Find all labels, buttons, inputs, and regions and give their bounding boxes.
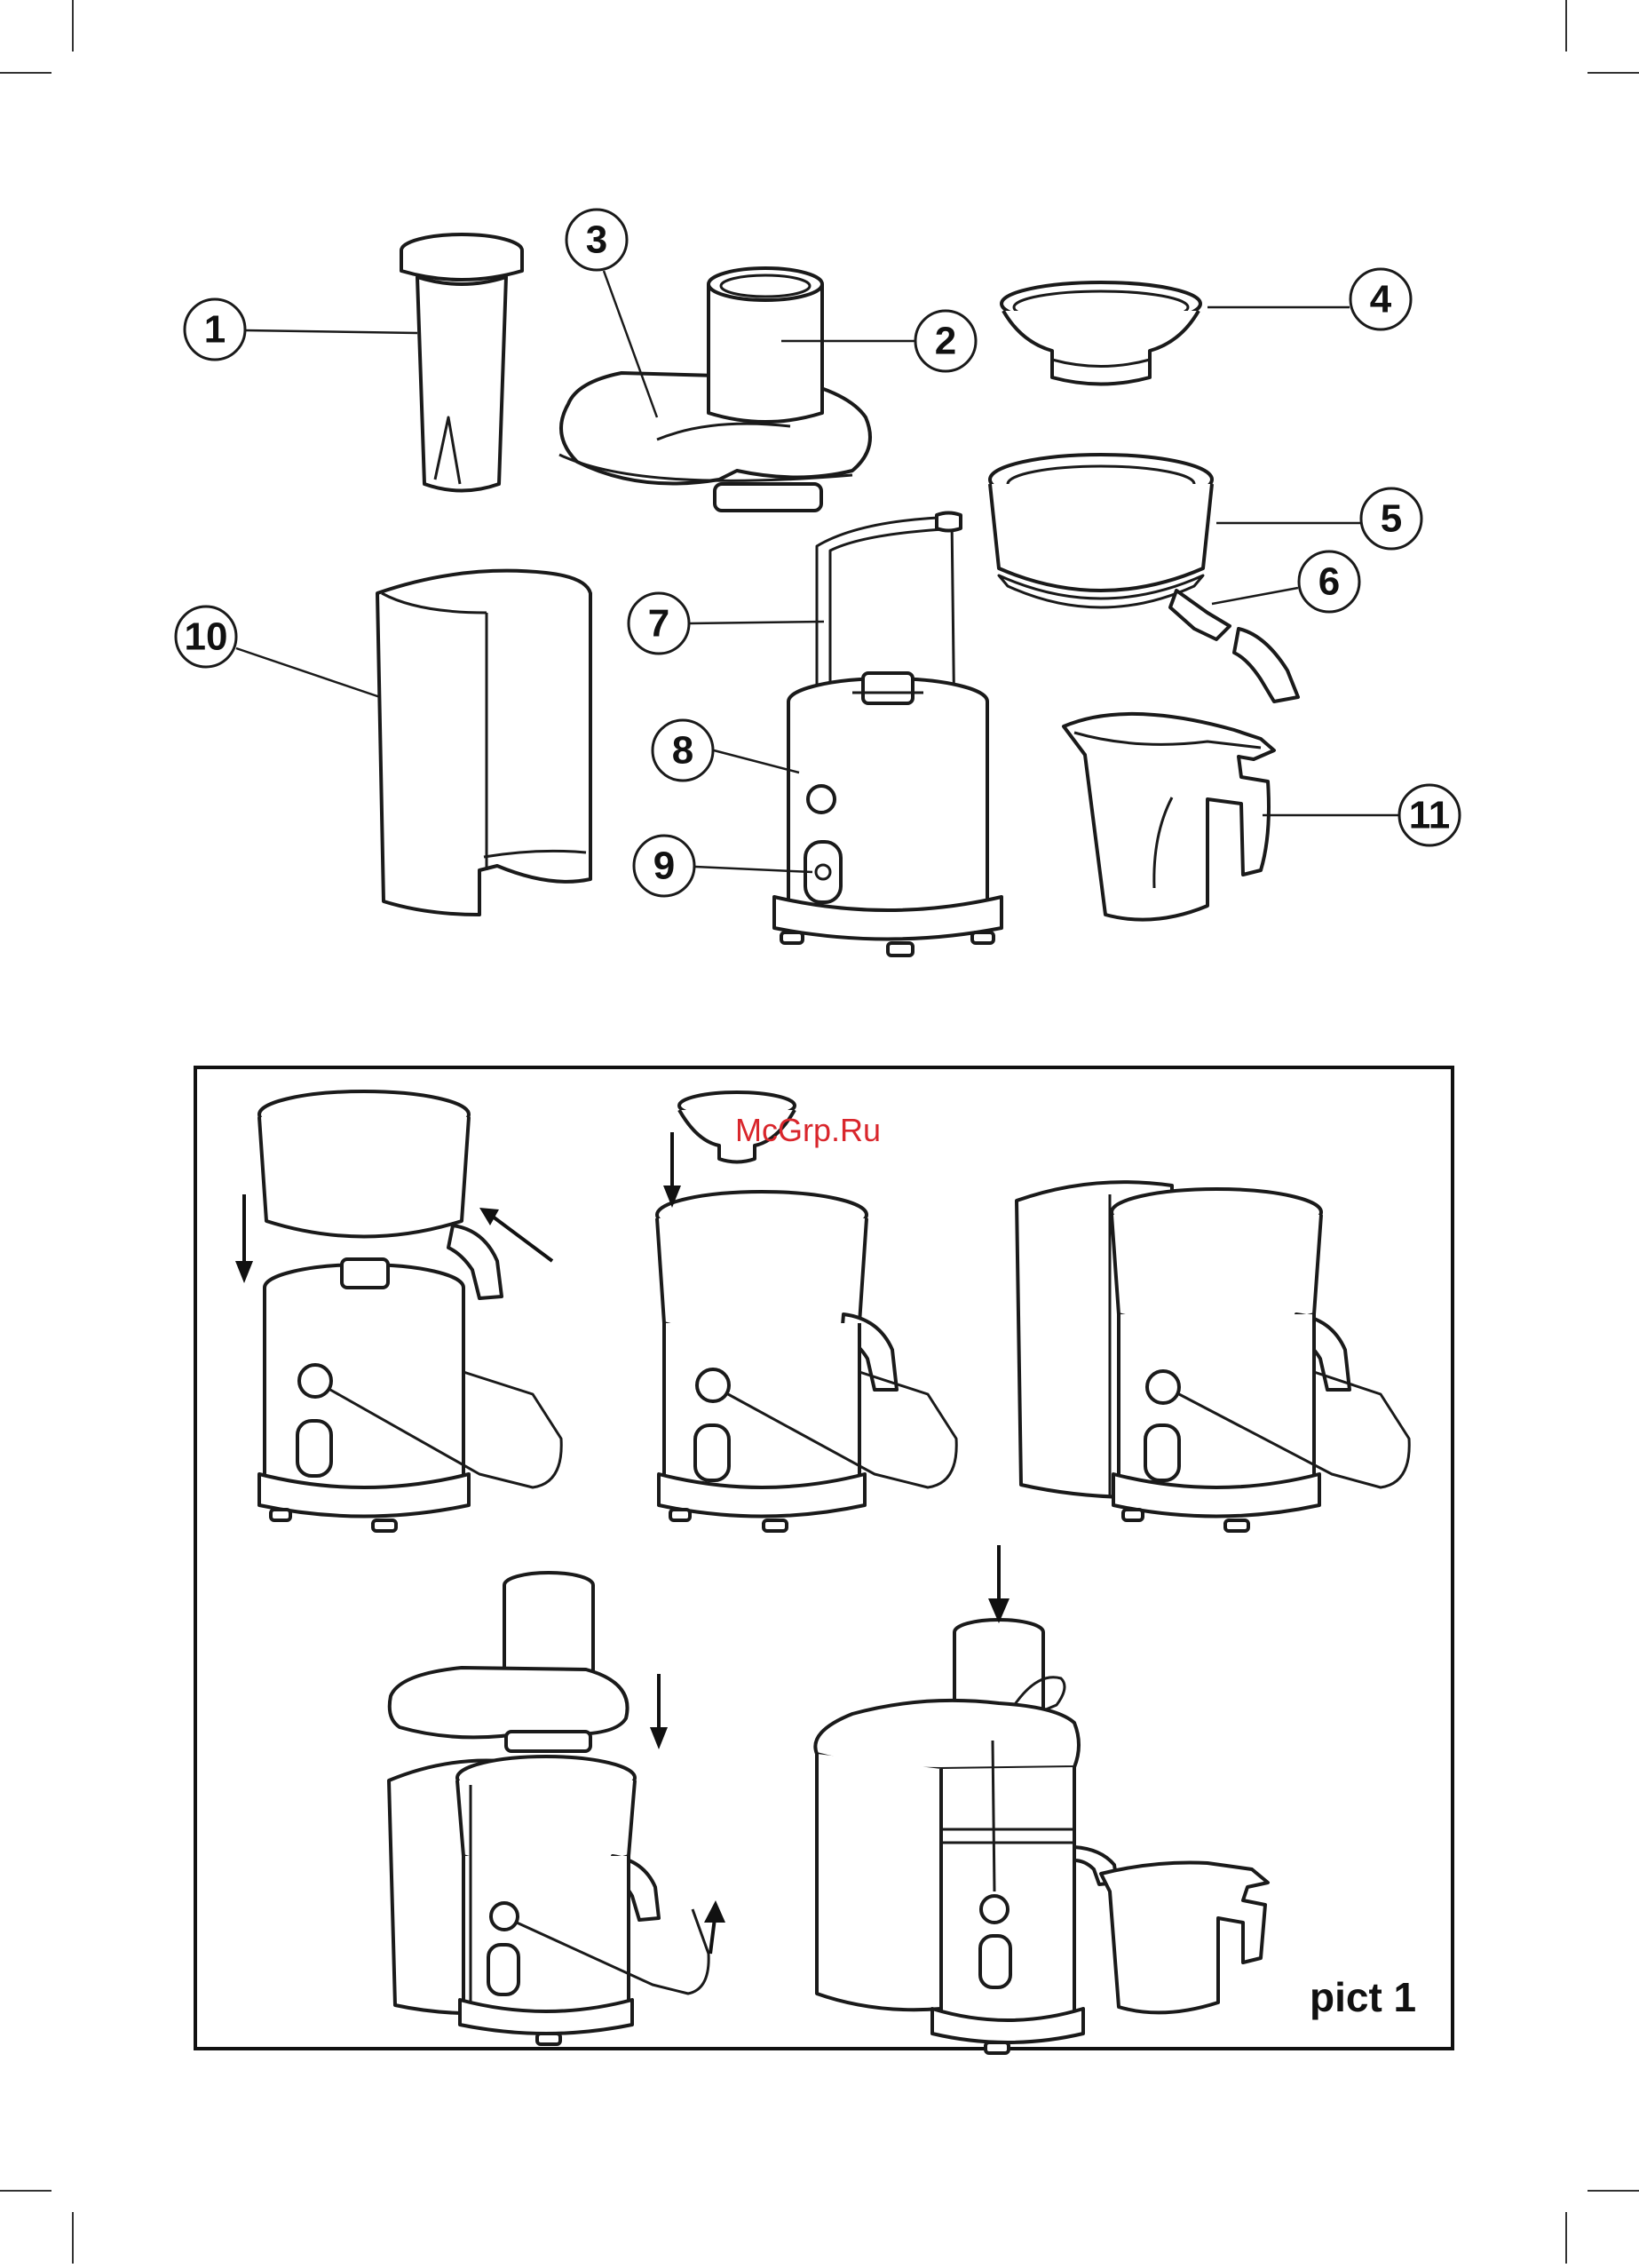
part-juice-jug bbox=[1064, 714, 1274, 920]
callout-7-label: 7 bbox=[648, 602, 669, 646]
callout-1-label: 1 bbox=[204, 308, 226, 352]
assembly-step-2 bbox=[657, 1092, 956, 1531]
assembly-step-1 bbox=[235, 1091, 561, 1531]
watermark-text: McGrp.Ru bbox=[735, 1112, 881, 1149]
callout-7: 7 bbox=[629, 593, 824, 654]
assembly-step-3 bbox=[1017, 1182, 1409, 1531]
callout-6: 6 bbox=[1212, 551, 1359, 612]
callout-4: 4 bbox=[1207, 269, 1411, 329]
callout-5: 5 bbox=[1216, 488, 1421, 549]
callout-4-label: 4 bbox=[1370, 278, 1392, 321]
part-filter-basket bbox=[1002, 282, 1200, 385]
callout-1: 1 bbox=[185, 299, 417, 360]
callout-9-label: 9 bbox=[653, 845, 675, 888]
part-pulp-container bbox=[377, 571, 590, 915]
assembly-step-4 bbox=[389, 1573, 725, 2044]
callout-2-label: 2 bbox=[935, 320, 956, 363]
callout-10: 10 bbox=[176, 607, 380, 697]
part-motor-base bbox=[774, 513, 1002, 956]
callout-11: 11 bbox=[1263, 785, 1460, 845]
callout-8-label: 8 bbox=[672, 729, 693, 773]
callout-10-label: 10 bbox=[185, 615, 228, 659]
part-lid bbox=[559, 268, 870, 511]
callout-3-label: 3 bbox=[586, 218, 607, 262]
callout-8: 8 bbox=[653, 720, 799, 781]
callout-9: 9 bbox=[634, 836, 812, 896]
part-pusher bbox=[401, 234, 522, 491]
callout-6-label: 6 bbox=[1318, 560, 1340, 604]
figure-label: pict 1 bbox=[1310, 1973, 1416, 2021]
assembly-step-5 bbox=[815, 1545, 1268, 2053]
callout-5-label: 5 bbox=[1381, 497, 1402, 541]
callout-11-label: 11 bbox=[1409, 794, 1451, 837]
part-bowl bbox=[990, 455, 1298, 702]
